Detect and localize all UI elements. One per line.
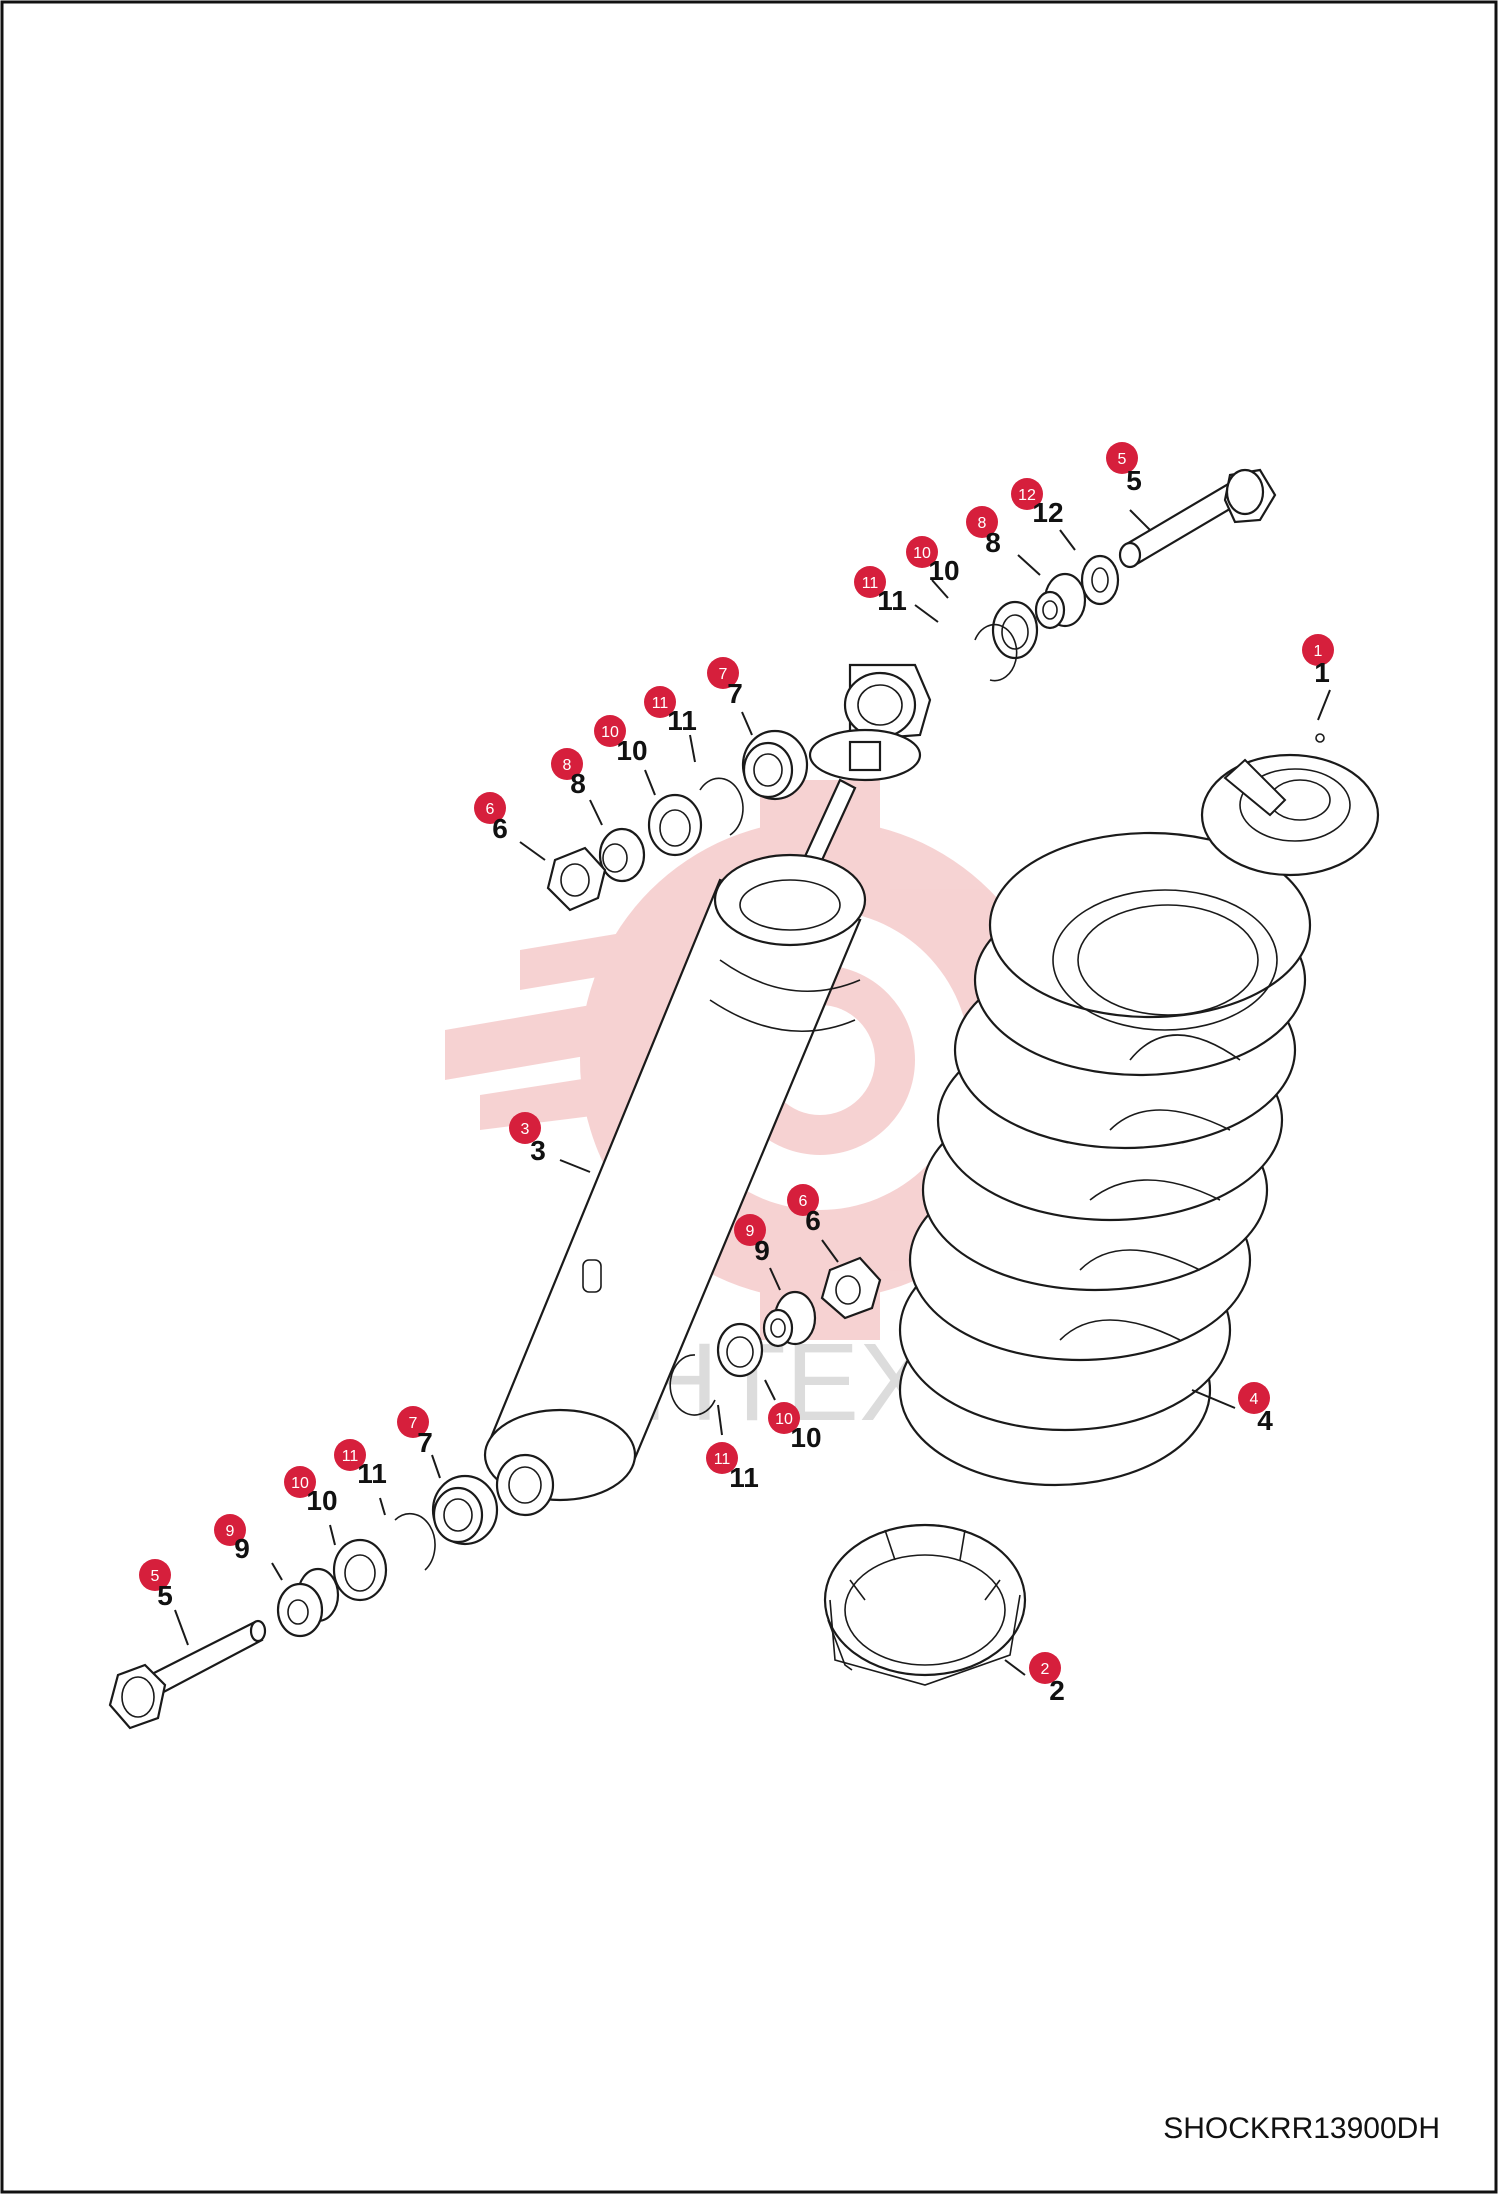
callout-8-left[interactable]: 8 8 (551, 748, 603, 826)
svg-text:7: 7 (417, 1427, 433, 1458)
coil-spring (898, 831, 1312, 1487)
nut-lower (820, 1256, 882, 1320)
svg-text:5: 5 (1126, 465, 1142, 496)
callout-5-lower[interactable]: 5 5 (139, 1559, 189, 1646)
svg-text:6: 6 (799, 1193, 808, 1210)
svg-text:5: 5 (1118, 451, 1127, 468)
svg-text:8: 8 (978, 515, 987, 532)
seal-upper-left (647, 793, 703, 857)
svg-text:8: 8 (570, 768, 586, 799)
svg-text:9: 9 (754, 1235, 770, 1266)
svg-text:12: 12 (1018, 487, 1036, 504)
callout-2[interactable]: 2 2 (1004, 1652, 1065, 1706)
callout-3[interactable]: 3 3 (509, 1112, 591, 1173)
snap-ring-lower-left (394, 1513, 436, 1571)
callout-11-lower-left[interactable]: 11 11 (334, 1439, 387, 1516)
svg-text:5: 5 (151, 1568, 160, 1585)
callout-9-lower-right[interactable]: 9 9 (734, 1214, 781, 1291)
svg-text:6: 6 (486, 801, 495, 818)
svg-text:10: 10 (928, 555, 959, 586)
lower-spring-seat (823, 1523, 1027, 1686)
svg-text:7: 7 (719, 666, 728, 683)
svg-text:5: 5 (157, 1580, 173, 1611)
snap-ring-lower-right (669, 1354, 716, 1416)
svg-text:11: 11 (652, 695, 669, 712)
callout-6-upper[interactable]: 6 6 (474, 792, 546, 861)
collar-lower-right (762, 1290, 817, 1348)
svg-text:8: 8 (563, 757, 572, 774)
bushing-upper (741, 729, 809, 801)
callout-9-lower-left[interactable]: 9 9 (214, 1514, 283, 1581)
callout-10-upper-left[interactable]: 10 10 (594, 715, 656, 796)
snap-ring-upper-right (974, 623, 1018, 682)
callout-11-upper-right[interactable]: 11 11 (854, 566, 939, 623)
svg-text:4: 4 (1257, 1405, 1273, 1436)
callout-4[interactable]: 4 4 (1191, 1382, 1273, 1436)
bushing-lower (431, 1474, 499, 1546)
seal-lower-left (332, 1538, 388, 1602)
upper-spring-seat (1200, 733, 1380, 877)
svg-text:9: 9 (226, 1523, 235, 1540)
svg-text:11: 11 (729, 1462, 759, 1493)
callout-8-right[interactable]: 8 8 (966, 506, 1041, 576)
svg-text:3: 3 (530, 1135, 546, 1166)
svg-text:2: 2 (1049, 1675, 1065, 1706)
callout-10-upper-right[interactable]: 10 10 (906, 536, 960, 599)
shock-absorber (483, 663, 932, 1517)
svg-text:1: 1 (1314, 643, 1323, 660)
callout-10-lower-right[interactable]: 10 10 (764, 1379, 822, 1453)
svg-text:10: 10 (913, 545, 931, 562)
svg-text:10: 10 (616, 735, 647, 766)
callout-7-lower[interactable]: 7 7 (397, 1406, 441, 1479)
svg-text:11: 11 (877, 585, 907, 616)
callout-12[interactable]: 12 12 (1011, 478, 1076, 551)
svg-text:9: 9 (746, 1223, 755, 1240)
collar-lower-left (276, 1567, 340, 1638)
svg-text:6: 6 (805, 1205, 821, 1236)
svg-text:12: 12 (1032, 497, 1063, 528)
svg-text:11: 11 (342, 1448, 359, 1465)
svg-text:10: 10 (291, 1475, 309, 1492)
svg-text:1: 1 (1314, 657, 1330, 688)
callout-5-upper[interactable]: 5 5 (1106, 442, 1151, 531)
svg-text:10: 10 (775, 1411, 793, 1428)
collar-upper-left (598, 827, 646, 883)
svg-text:3: 3 (521, 1121, 530, 1138)
callout-10-lower-left[interactable]: 10 10 (284, 1466, 338, 1546)
seal-upper-right (991, 600, 1039, 660)
svg-text:4: 4 (1250, 1391, 1259, 1408)
callout-11-lower-right[interactable]: 11 11 (706, 1404, 759, 1493)
nut-upper (546, 846, 607, 912)
svg-text:6: 6 (492, 813, 508, 844)
svg-text:9: 9 (234, 1533, 250, 1564)
svg-text:10: 10 (601, 724, 619, 741)
svg-text:7: 7 (727, 678, 743, 709)
svg-text:10: 10 (306, 1485, 337, 1516)
callout-7-upper[interactable]: 7 7 (707, 657, 753, 736)
bolt-lower (108, 1619, 267, 1730)
svg-text:11: 11 (862, 575, 879, 592)
svg-text:11: 11 (667, 705, 697, 736)
svg-text:8: 8 (985, 527, 1001, 558)
svg-text:11: 11 (357, 1458, 387, 1489)
callout-layer: 1 1 2 2 3 3 4 4 5 5 (139, 442, 1334, 1706)
callout-6-lower[interactable]: 6 6 (787, 1184, 839, 1263)
callout-1[interactable]: 1 1 (1302, 634, 1334, 721)
drawing-code: SHOCKRR13900DH (1163, 2112, 1440, 2145)
seal-lower-right (716, 1322, 764, 1378)
svg-text:10: 10 (790, 1422, 821, 1453)
svg-text:11: 11 (714, 1451, 731, 1468)
callout-11-upper-left[interactable]: 11 11 (644, 686, 697, 763)
bolt-upper (1118, 468, 1277, 569)
svg-text:7: 7 (409, 1415, 418, 1432)
svg-text:2: 2 (1041, 1661, 1050, 1678)
collar-upper-right (1034, 572, 1087, 630)
washer-upper (1080, 554, 1120, 606)
snap-ring-upper-left (699, 777, 744, 836)
